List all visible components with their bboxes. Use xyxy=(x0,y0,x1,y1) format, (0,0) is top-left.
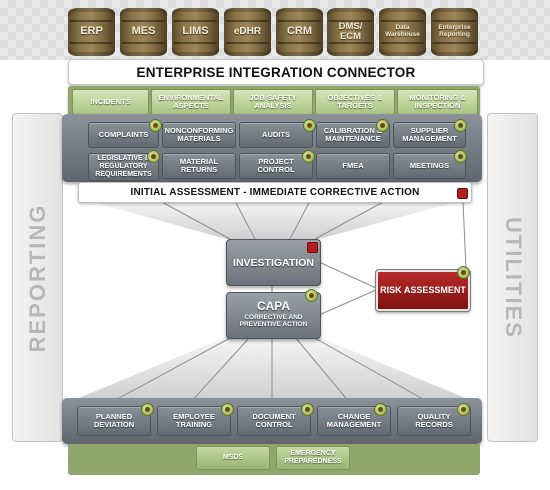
capa-title: CAPA xyxy=(256,299,291,313)
tab-msds[interactable]: MSDS xyxy=(196,446,270,470)
gear-badge-icon xyxy=(305,289,318,302)
gear-badge-icon xyxy=(149,119,162,132)
gear-badge-icon xyxy=(147,150,160,163)
system-dms-ecm[interactable]: DMS/ ECM xyxy=(327,8,374,56)
tab-emergency-preparedness[interactable]: EMERGENCY PREPAREDNESS xyxy=(276,446,350,470)
system-edhr[interactable]: eDHR xyxy=(224,8,271,56)
system-data-warehouse[interactable]: Data Warehouse xyxy=(379,8,426,56)
module-employee-training[interactable]: EMPLOYEE TRAINING xyxy=(157,406,231,436)
system-label: eDHR xyxy=(233,25,262,37)
system-erp[interactable]: ERP xyxy=(68,8,115,56)
utilities-panel[interactable]: UTILITIES xyxy=(487,113,538,442)
system-label: MES xyxy=(131,25,156,38)
investigation-box[interactable]: INVESTIGATION xyxy=(226,239,321,286)
module-material-returns[interactable]: MATERIAL RETURNS xyxy=(162,153,236,179)
gear-badge-icon xyxy=(301,403,314,416)
gear-badge-icon xyxy=(376,119,389,132)
module-audits[interactable]: AUDITS xyxy=(239,122,313,148)
system-crm[interactable]: CRM xyxy=(276,8,323,56)
system-label: Data Warehouse xyxy=(385,24,420,38)
system-enterprise-reporting[interactable]: Enterprise Reporting xyxy=(431,8,478,56)
gear-badge-icon xyxy=(374,403,387,416)
gear-badge-icon xyxy=(457,403,470,416)
module-supplier-management[interactable]: SUPPLIER MANAGEMENT xyxy=(393,122,466,148)
system-mes[interactable]: MES xyxy=(120,8,167,56)
risk-assessment-box[interactable]: RISK ASSESSMENT xyxy=(375,269,471,312)
module-complaints[interactable]: COMPLAINTS xyxy=(88,122,159,148)
module-document-control[interactable]: DOCUMENT CONTROL xyxy=(237,406,311,436)
capa-box[interactable]: CAPA CORRECTIVE AND PREVENTIVE ACTION xyxy=(226,292,321,339)
red-square-icon xyxy=(457,188,468,199)
module-meetings[interactable]: MEETINGS xyxy=(393,153,466,179)
module-project-control[interactable]: PROJECT CONTROL xyxy=(239,153,313,179)
system-label: LIMS xyxy=(182,25,209,38)
system-label: CRM xyxy=(286,25,313,38)
gear-badge-icon xyxy=(141,403,154,416)
gear-badge-icon xyxy=(303,119,316,132)
module-fmea[interactable]: FMEA xyxy=(316,153,390,179)
module-nonconforming-materials[interactable]: NONCONFORMING MATERIALS xyxy=(162,122,236,148)
tab-environmental-aspects[interactable]: ENVIRONMENTAL ASPECTS xyxy=(151,89,231,115)
tab-objectives-targets[interactable]: OBJECTIVES & TARGETS xyxy=(315,89,395,115)
module-calibration-maintenance[interactable]: CALIBRATION & MAINTENANCE xyxy=(316,122,390,148)
system-label: DMS/ ECM xyxy=(338,21,363,42)
system-label: ERP xyxy=(80,25,103,38)
capa-subtitle: CORRECTIVE AND PREVENTIVE ACTION xyxy=(239,314,308,329)
tab-monitoring-inspection[interactable]: MONITORING & INSPECTION xyxy=(397,89,478,115)
module-planned-deviation[interactable]: PLANNED DEVIATION xyxy=(77,406,151,436)
module-quality-records[interactable]: QUALITY RECORDS xyxy=(397,406,471,436)
reporting-panel[interactable]: REPORTING xyxy=(12,113,63,442)
initial-assessment-bar[interactable]: INITIAL ASSESSMENT - IMMEDIATE CORRECTIV… xyxy=(78,182,472,203)
gear-badge-icon xyxy=(221,403,234,416)
bottom-tab-strip xyxy=(68,444,480,475)
gear-badge-icon xyxy=(457,266,470,279)
enterprise-integration-connector[interactable]: ENTERPRISE INTEGRATION CONNECTOR xyxy=(68,59,484,85)
system-label: Enterprise Reporting xyxy=(438,24,471,38)
gear-badge-icon xyxy=(454,119,467,132)
gear-badge-icon xyxy=(454,150,467,163)
gear-badge-icon xyxy=(302,150,315,163)
red-square-icon xyxy=(307,242,318,253)
system-lims[interactable]: LIMS xyxy=(172,8,219,56)
module-change-management[interactable]: CHANGE MANAGEMENT xyxy=(317,406,391,436)
